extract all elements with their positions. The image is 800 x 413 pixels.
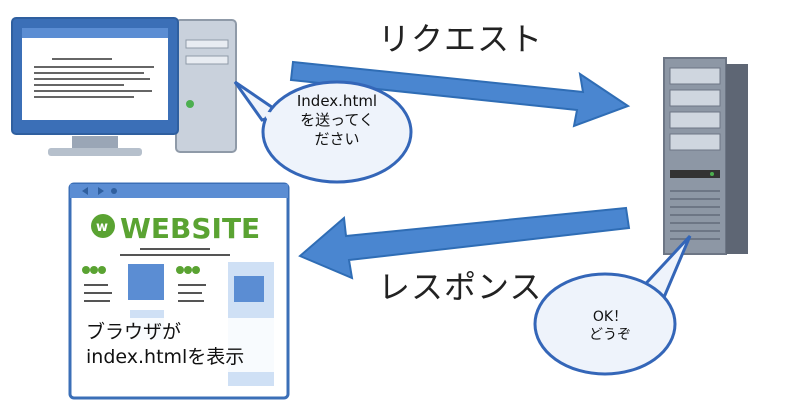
response-bubble-line: どうぞ (589, 327, 631, 343)
server-tower-icon (663, 57, 748, 255)
browser-caption-line: index.htmlを表示 (86, 346, 245, 368)
response-arrow (298, 206, 631, 280)
browser-caption: ブラウザが index.htmlを表示 (82, 318, 286, 372)
browser-caption-line: ブラウザが (86, 321, 182, 343)
request-speech-bubble (233, 80, 413, 184)
request-label: リクエスト (378, 20, 544, 58)
response-speech-bubble (533, 234, 692, 376)
response-bubble-line: OK！ (592, 309, 628, 325)
svg-text:w: w (96, 220, 108, 235)
desktop-computer-icon (11, 17, 237, 156)
request-bubble-line: ださい (314, 130, 360, 148)
request-bubble-line: を送ってく (300, 111, 374, 129)
response-label: レスポンス (378, 268, 543, 306)
site-name-logo: WEBSITE (120, 212, 260, 245)
request-bubble-line: Index.html (296, 92, 378, 110)
response-bubble-text: OK！ どうぞ (560, 308, 660, 344)
request-bubble-text: Index.html を送ってく ださい (278, 92, 396, 149)
